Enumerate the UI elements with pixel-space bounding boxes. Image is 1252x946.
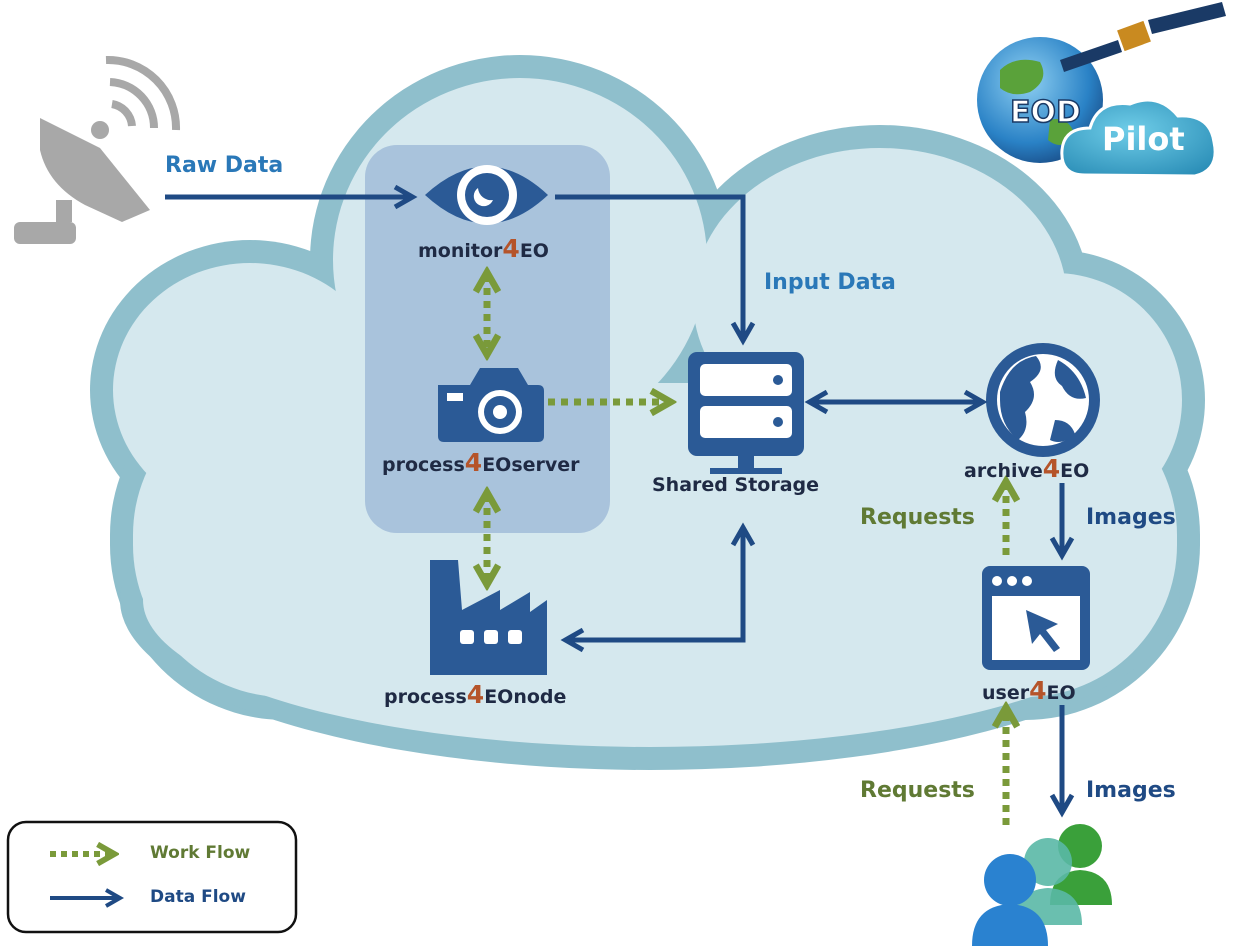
browser-window-icon bbox=[982, 566, 1090, 670]
user4eo-label: user4EO bbox=[982, 676, 1076, 705]
storage-node-arrow bbox=[560, 522, 756, 653]
monitor4eo-label: monitor4EO bbox=[418, 234, 549, 263]
satellite-icon bbox=[1060, 2, 1226, 72]
users-icon bbox=[972, 824, 1112, 946]
work-flow-arrows bbox=[487, 275, 1006, 825]
server-icon bbox=[688, 352, 804, 474]
eye-icon bbox=[425, 165, 548, 225]
raw-data-label: Raw Data bbox=[165, 153, 284, 178]
process4eonode-label: process4EOnode bbox=[384, 680, 567, 709]
input-data-label: Input Data bbox=[764, 270, 896, 295]
data-flow-arrows bbox=[165, 184, 1075, 818]
globe-icon bbox=[986, 343, 1100, 457]
factory-icon bbox=[430, 560, 547, 675]
eod-pilot-logo bbox=[977, 2, 1226, 178]
satellite-dish-icon bbox=[14, 55, 181, 244]
images-lower-label: Images bbox=[1086, 778, 1176, 803]
process4eoserver-label: process4EOserver bbox=[382, 448, 580, 477]
legend-data-flow-label: Data Flow bbox=[150, 887, 246, 907]
images-upper-label: Images bbox=[1086, 505, 1176, 530]
requests-upper-label: Requests bbox=[860, 505, 975, 530]
camera-icon bbox=[438, 368, 544, 442]
logo-eod-text: EOD bbox=[1009, 94, 1081, 131]
requests-lower-label: Requests bbox=[860, 778, 975, 803]
legend bbox=[6, 820, 298, 934]
input-data-arrow bbox=[555, 194, 756, 346]
shared-storage-label: Shared Storage bbox=[652, 474, 820, 496]
logo-pilot-text: Pilot bbox=[1102, 120, 1185, 158]
archive4eo-label: archive4EO bbox=[964, 454, 1090, 483]
legend-work-flow-label: Work Flow bbox=[150, 843, 251, 863]
